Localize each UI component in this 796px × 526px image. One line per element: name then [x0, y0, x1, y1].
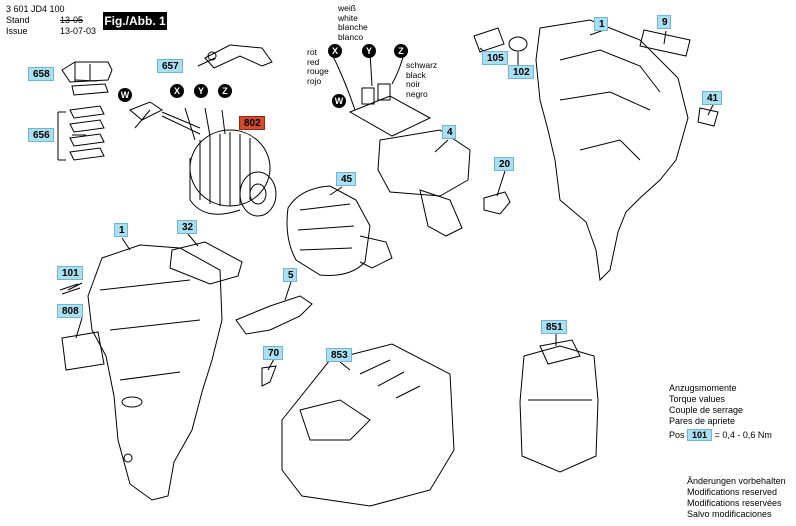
callout-20[interactable]: 20	[494, 157, 514, 171]
callout-32[interactable]: 32	[177, 220, 197, 234]
charger-drawing	[281, 343, 455, 507]
wire-w-marker-left: W	[118, 88, 132, 102]
callout-105[interactable]: 105	[482, 51, 508, 65]
callout-41[interactable]: 41	[702, 91, 722, 105]
wire-y-marker-left: Y	[194, 84, 208, 98]
wire-color-red: rot red rouge rojo	[307, 47, 329, 86]
part-656-drawing	[57, 105, 105, 161]
part-657-drawing	[204, 44, 273, 69]
callout-9[interactable]: 9	[657, 15, 671, 29]
torque-pos-label: Pos	[669, 430, 685, 440]
wire-x-marker-left: X	[170, 84, 184, 98]
wire-z-marker-left: Z	[218, 84, 232, 98]
electronics-board-drawing	[329, 49, 471, 237]
wire-z-marker-mid: Z	[394, 44, 408, 58]
stand-label: Stand	[6, 15, 30, 25]
issue-value: 13-07-03	[60, 26, 97, 36]
motor-drawing	[184, 107, 277, 217]
callout-4[interactable]: 4	[442, 125, 456, 139]
torque-note: Anzugsmomente Torque values Couple de se…	[669, 383, 772, 441]
callout-1-top[interactable]: 1	[594, 17, 608, 31]
part-658-drawing	[61, 61, 113, 96]
housing-left-drawing	[87, 244, 223, 501]
wire-color-white: weiß white blanche blanco	[338, 3, 368, 42]
modifications-note: Änderungen vorbehalten Modifications res…	[687, 476, 786, 519]
wire-w-marker-mid: W	[332, 94, 346, 108]
torque-pos-value[interactable]: 101	[687, 429, 713, 441]
callout-45[interactable]: 45	[336, 172, 356, 186]
callout-657[interactable]: 657	[157, 59, 183, 73]
callout-808[interactable]: 808	[57, 304, 83, 318]
doc-number: 3 601 JD4 100	[6, 4, 65, 14]
callout-102[interactable]: 102	[508, 65, 534, 79]
callout-1-left[interactable]: 1	[114, 223, 128, 237]
callout-101[interactable]: 101	[57, 266, 83, 280]
figure-label: Fig./Abb. 1	[103, 12, 167, 30]
callout-802[interactable]: 802	[239, 116, 265, 130]
housing-right-drawing	[535, 19, 689, 282]
stand-value: 13-05	[60, 15, 84, 25]
battery-drawing	[519, 339, 599, 473]
callout-853[interactable]: 853	[326, 348, 352, 362]
callout-658[interactable]: 658	[28, 67, 54, 81]
callout-851[interactable]: 851	[541, 320, 567, 334]
gearbox-drawing	[286, 185, 393, 276]
issue-label: Issue	[6, 26, 28, 36]
callout-656[interactable]: 656	[28, 128, 54, 142]
wire-color-black: schwarz black noir negro	[406, 60, 438, 99]
callout-5[interactable]: 5	[283, 268, 297, 282]
wire-x-marker-mid: X	[328, 44, 342, 58]
callout-70[interactable]: 70	[263, 346, 283, 360]
wire-y-marker-mid: Y	[362, 44, 376, 58]
